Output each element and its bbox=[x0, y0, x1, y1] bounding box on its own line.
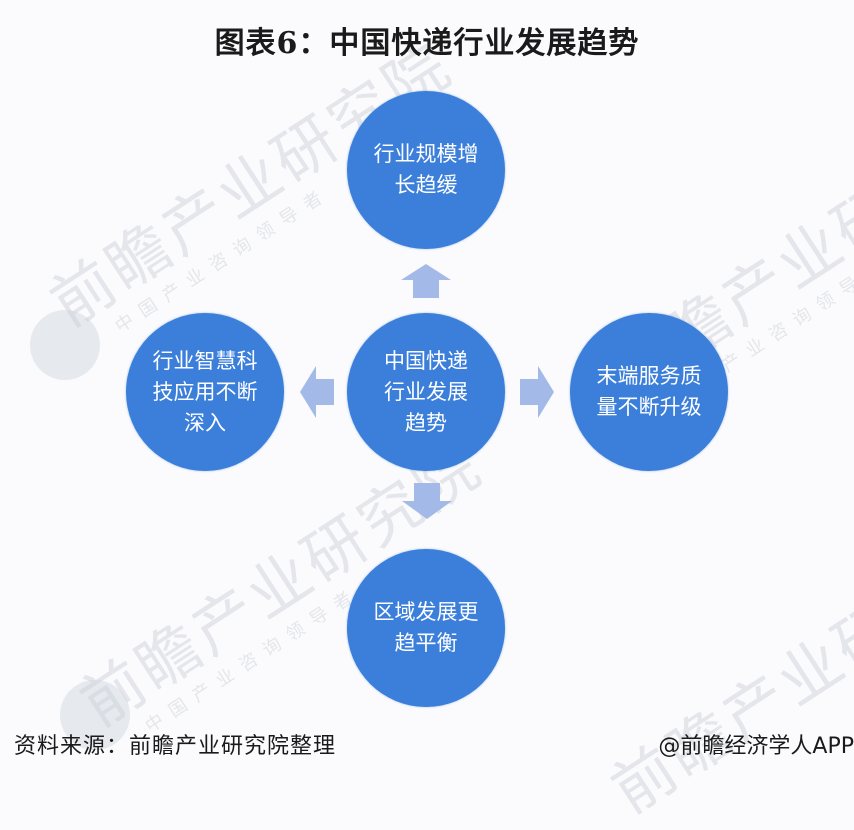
chart-title: 图表6：中国快递行业发展趋势 bbox=[214, 26, 640, 61]
watermark-logo-icon bbox=[30, 310, 100, 380]
node-center-label: 中国快递行业发展趋势 bbox=[384, 348, 468, 435]
node-right-label: 末端服务质量不断升级 bbox=[596, 364, 702, 419]
node-bottom: 区域发展更趋平衡 bbox=[347, 549, 505, 707]
node-bottom-label: 区域发展更趋平衡 bbox=[373, 600, 479, 655]
arrow-up-icon bbox=[401, 264, 451, 298]
node-center: 中国快递行业发展趋势 bbox=[347, 313, 505, 471]
node-left: 行业智慧科技应用不断深入 bbox=[126, 313, 284, 471]
credit-note: @前瞻经济学人APP bbox=[658, 734, 854, 759]
node-top: 行业规模增长趋缓 bbox=[347, 91, 505, 249]
arrow-right-icon bbox=[520, 366, 554, 418]
node-top-label: 行业规模增长趋缓 bbox=[373, 142, 479, 197]
source-note: 资料来源：前瞻产业研究院整理 bbox=[14, 734, 337, 759]
watermark-main: 前瞻产业研究院 bbox=[598, 514, 854, 828]
watermark-text: 前瞻产业研究院 bbox=[591, 503, 854, 830]
arrow-down-icon bbox=[402, 483, 452, 519]
arrow-left-icon bbox=[300, 366, 334, 418]
node-right: 末端服务质量不断升级 bbox=[570, 313, 728, 471]
node-left-label: 行业智慧科技应用不断深入 bbox=[152, 348, 258, 435]
